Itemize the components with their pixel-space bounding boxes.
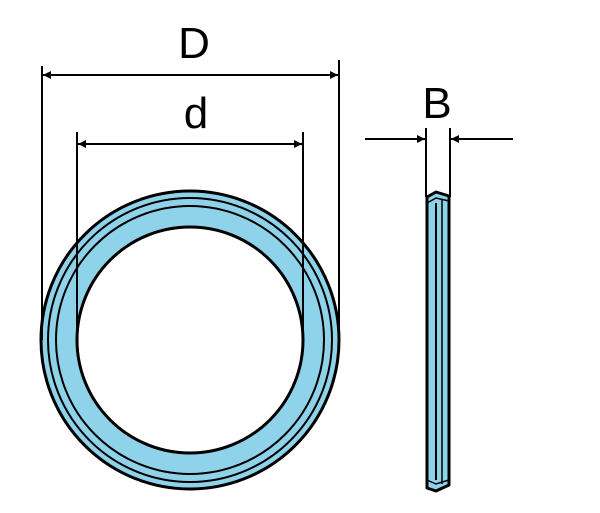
- ring-step-line-1: [47, 197, 333, 483]
- ring-side-profile: [425, 190, 451, 493]
- dimension-width: B: [365, 79, 513, 197]
- ring-side-top-lip: [426, 197, 450, 204]
- label-B: B: [422, 79, 451, 128]
- ring-side-bottom-lip: [426, 479, 450, 485]
- label-D: D: [178, 19, 210, 68]
- ring-front-view: [39, 189, 341, 491]
- dimension-outer-diameter: D: [41, 19, 340, 340]
- label-d: d: [184, 89, 208, 138]
- ring-side-view: [425, 190, 451, 493]
- ring-inner-bore: [75, 225, 305, 455]
- ring-step-line-2: [55, 205, 325, 475]
- dimension-inner-diameter: d: [76, 89, 304, 340]
